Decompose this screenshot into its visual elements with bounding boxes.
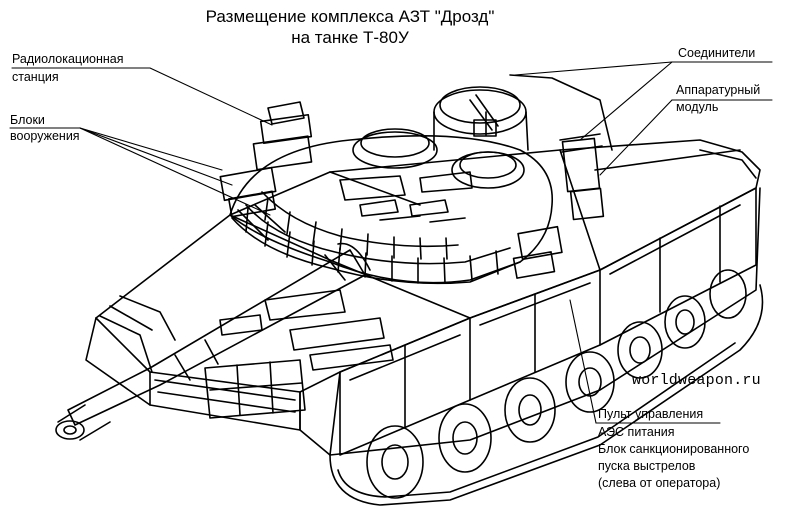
callout-hw-line1: Аппаратурный bbox=[676, 83, 761, 97]
callout-connectors: Соединители bbox=[678, 46, 756, 60]
callout-weapon-line2: вооружения bbox=[10, 129, 80, 143]
main-gun bbox=[56, 244, 370, 440]
diagram-title-line2: на танке Т-80У bbox=[291, 28, 409, 47]
front-boxes bbox=[205, 290, 393, 418]
watermark: worldweapon.ru bbox=[632, 372, 761, 389]
right-drozd-units bbox=[510, 75, 612, 278]
track-and-road-wheels bbox=[330, 270, 763, 505]
callout-radar-line1: Радиолокационная bbox=[12, 52, 124, 66]
callout-ctrl-line4: пуска выстрелов bbox=[598, 459, 696, 473]
callout-ctrl-line3: Блок санкционированного bbox=[598, 442, 750, 456]
diagram-title-line1: Размещение комплекса АЗТ "Дрозд" bbox=[205, 7, 495, 26]
callout-leaders bbox=[10, 62, 772, 423]
left-drozd-units bbox=[220, 102, 311, 240]
callout-weapon-line1: Блоки bbox=[10, 113, 45, 127]
callout-ctrl-line2: АЭС питания bbox=[598, 425, 675, 439]
callout-ctrl-line5: (слева от оператора) bbox=[598, 476, 721, 490]
hull bbox=[86, 140, 760, 455]
turret bbox=[230, 87, 552, 283]
callout-ctrl-line1: Пульт управления bbox=[598, 407, 704, 421]
callout-radar-line2: станция bbox=[12, 70, 59, 84]
callout-hw-line2: модуль bbox=[676, 100, 719, 114]
